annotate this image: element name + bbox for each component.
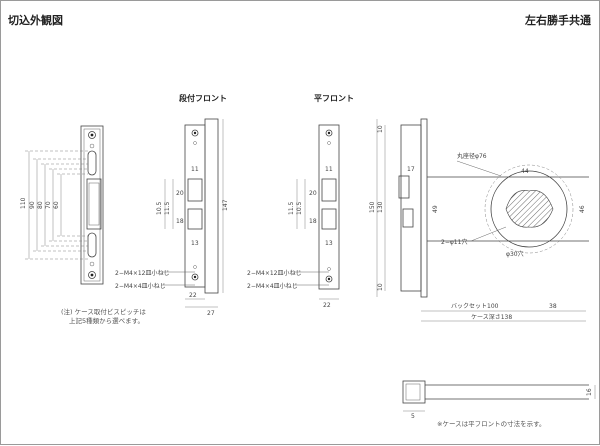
stepped-dim-11-5: 11.5: [164, 201, 171, 215]
flat-screw-4-label: 2−M4×4皿小ねじ: [247, 282, 298, 290]
case-dimension-note: ※ケースは平フロントの寸法を示す。: [437, 420, 546, 428]
flat-dim-11-5: 11.5: [288, 201, 295, 215]
flat-dim-18: 18: [309, 218, 317, 225]
case-pitch-note-line1: (注) ケース取付ビスピッチは: [61, 308, 146, 316]
stepped-front-heading: 段付フロント: [179, 94, 227, 103]
stepped-front-view: 11.5 10.5 20 18 11 13 147 22 27 2−M4×12皿…: [115, 118, 229, 317]
flat-dim-10-5: 10.5: [296, 201, 303, 215]
side-dim-17: 17: [407, 166, 415, 173]
flat-dim-20: 20: [309, 190, 317, 197]
dim-80: 80: [37, 201, 44, 209]
side-dim-46: 46: [579, 205, 586, 213]
case-pitch-note: (注) ケース取付ビスピッチは 上記5種類から選べます。: [61, 308, 146, 326]
section-dim-5: 5: [411, 413, 415, 420]
hole-dia-label: 2−φ11穴: [441, 238, 467, 246]
stepped-dim-20: 20: [176, 190, 184, 197]
side-dim-49: 49: [432, 205, 439, 213]
dim-90: 90: [29, 201, 36, 209]
hole-dia2-label: φ30穴: [506, 250, 524, 258]
stepped-dim-13: 13: [191, 240, 199, 247]
stepped-dim-11: 11: [191, 166, 199, 173]
side-dim-10-top: 10: [377, 125, 384, 133]
case-depth-label: ケース深さ138: [471, 313, 512, 321]
flat-front-view: 10.5 11.5 20 18 11 13 22 2−M4×12皿小ねじ 2−M…: [247, 124, 340, 309]
side-dim-10-bottom: 10: [377, 283, 384, 291]
flat-dim-13: 13: [325, 240, 333, 247]
flat-dim-22: 22: [323, 302, 331, 309]
strike-plate-view: 110 90 80 70 60: [20, 125, 104, 285]
side-dim-44: 44: [521, 168, 529, 175]
flat-screw-12-label: 2−M4×12皿小ねじ: [247, 269, 302, 277]
stepped-dim-147: 147: [222, 199, 229, 211]
dim-60: 60: [53, 201, 60, 209]
backset-label: バックセット100: [451, 303, 499, 310]
side-dim-38: 38: [549, 303, 557, 310]
case-pitch-note-line2: 上記5種類から選べます。: [69, 317, 144, 325]
hand-compatibility-label: 左右勝手共通: [525, 14, 591, 27]
stepped-dim-27: 27: [207, 310, 215, 317]
dim-110: 110: [20, 197, 27, 209]
flat-front-heading: 平フロント: [314, 94, 354, 103]
page-title: 切込外観図: [8, 14, 63, 27]
side-dim-150: 150: [369, 201, 376, 213]
dim-70: 70: [45, 201, 52, 209]
stepped-screw-12-label: 2−M4×12皿小ねじ: [115, 269, 170, 277]
side-view: 150 130 10 10 17 49 44 46 丸座径φ76 2−φ11穴 …: [369, 118, 589, 322]
side-dim-130: 130: [377, 201, 384, 213]
stepped-screw-4-label: 2−M4×4皿小ねじ: [115, 282, 166, 290]
case-section-view: 16 5: [402, 380, 596, 420]
stepped-dim-18: 18: [176, 218, 184, 225]
section-dim-16: 16: [586, 388, 593, 396]
stepped-dim-10-5: 10.5: [156, 201, 163, 215]
stepped-dim-22: 22: [189, 292, 197, 299]
keyhole-dia-label: 丸座径φ76: [457, 152, 487, 160]
flat-dim-11: 11: [325, 166, 333, 173]
